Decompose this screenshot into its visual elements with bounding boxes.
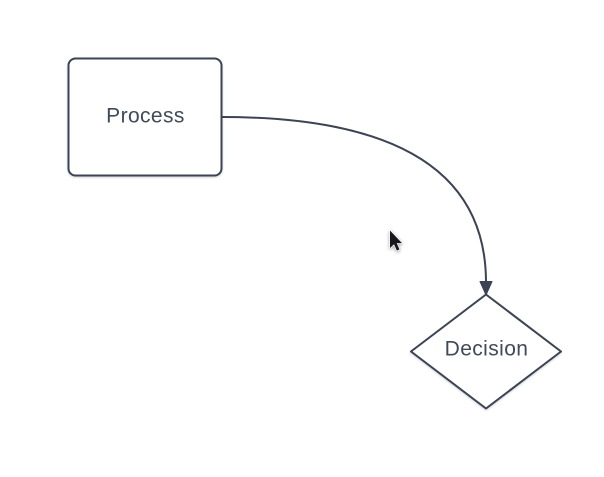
process-rectangle[interactable] (67, 57, 223, 177)
node-process[interactable]: Process (67, 57, 223, 177)
decision-label: Decision (445, 338, 529, 361)
decision-diamond[interactable] (410, 293, 562, 410)
cursor-arrow-icon (389, 229, 403, 252)
process-label: Process (106, 105, 185, 128)
connector-path[interactable] (221, 116, 487, 283)
connector-process-to-decision[interactable] (221, 116, 493, 296)
connector-arrowhead-icon (479, 281, 493, 296)
node-decision[interactable]: Decision (410, 293, 562, 410)
